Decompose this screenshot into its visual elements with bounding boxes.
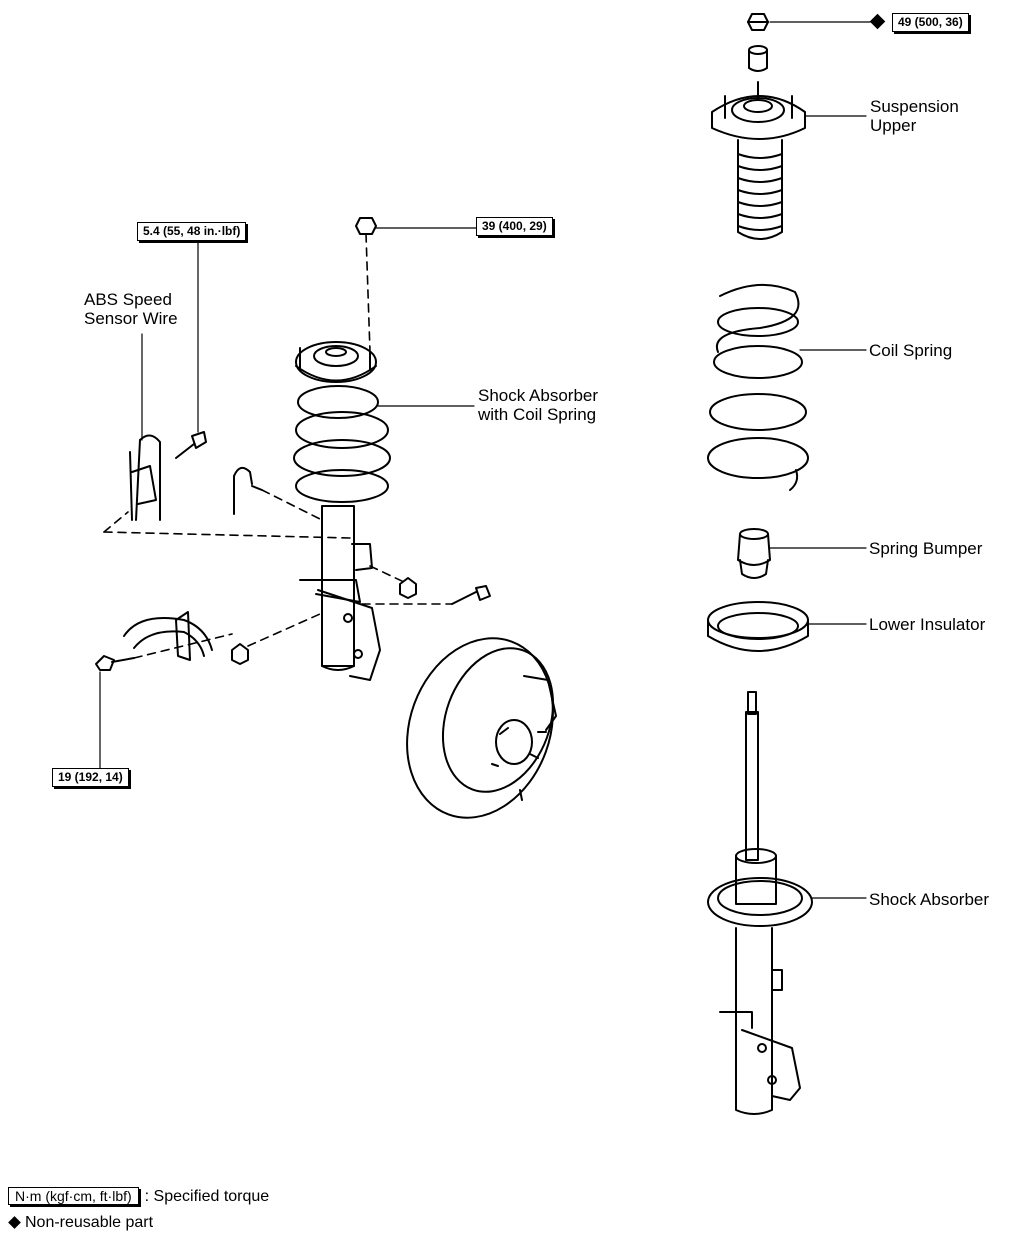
legend-nonreusable: Non-reusable part [8, 1213, 154, 1233]
assembly-dashed-lines [103, 233, 453, 659]
label-shock-absorber-with-coil-spring: Shock Absorber with Coil Spring [478, 386, 599, 424]
label-spring-bumper: Spring Bumper [869, 539, 983, 558]
torque-upper-nut: 39 (400, 29) [476, 217, 553, 236]
label-abs-speed-sensor-wire: ABS Speed Sensor Wire [84, 290, 178, 328]
lower-insulator-part [707, 601, 809, 652]
legend-nonreusable-text: Non-reusable part [25, 1214, 154, 1231]
brake-hose [123, 611, 213, 661]
abs-sensor-wire [129, 434, 161, 521]
brake-hose-bracket [233, 466, 263, 515]
brake-disc-hub [406, 637, 557, 819]
piston-rod-nut [747, 13, 769, 31]
upper-bushing [748, 45, 768, 72]
label-coil-spring: Coil Spring [869, 341, 953, 360]
leader-lines [99, 21, 871, 899]
legend-torque-desc: : Specified torque [144, 1188, 270, 1205]
legend-torque-unit: N·m (kgf·cm, ft·lbf) [8, 1187, 139, 1205]
label-shock-absorber: Shock Absorber [869, 890, 990, 909]
shock-absorber-part [707, 691, 813, 1115]
coil-spring-part [707, 283, 809, 491]
suspension-upper-part [711, 81, 806, 240]
label-lower-insulator: Lower Insulator [869, 615, 986, 634]
torque-piston-rod-nut: 49 (500, 36) [892, 13, 969, 32]
torque-lower-bolts: 19 (192, 14) [52, 768, 129, 787]
sensor-wire-bolt [175, 431, 207, 459]
nut-right [399, 577, 417, 599]
spring-bumper-part [737, 528, 771, 579]
lower-nut [231, 643, 249, 665]
legend-diamond-icon [8, 1216, 21, 1229]
strut-assembly [293, 341, 391, 681]
lower-bolt-left [95, 655, 135, 671]
torque-sensor-wire-bolt: 5.4 (55, 48 in.·lbf) [137, 222, 247, 241]
strut-upper-nut [355, 217, 377, 235]
legend-torque: N·m (kgf·cm, ft·lbf) : Specified torque [8, 1186, 269, 1207]
lower-bolt-right [451, 585, 491, 605]
label-suspension-upper: Suspension Upper [870, 97, 959, 135]
